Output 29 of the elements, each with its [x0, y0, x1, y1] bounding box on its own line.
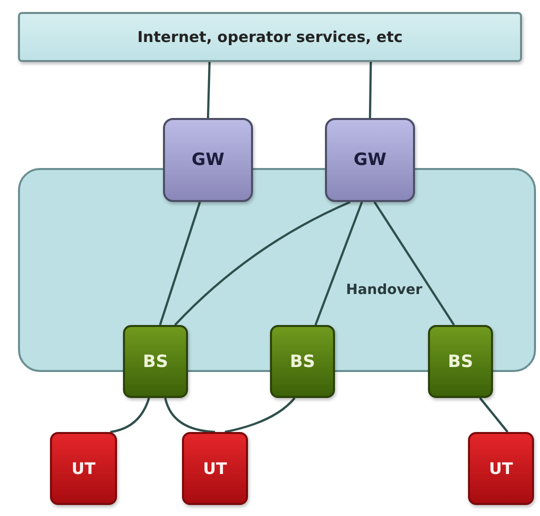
connector-line — [110, 398, 150, 434]
node-label: UT — [489, 459, 513, 478]
connector-line — [159, 202, 201, 326]
handover-label: Handover — [346, 282, 422, 298]
node-label: Internet, operator services, etc — [137, 28, 403, 46]
connector-line — [479, 397, 508, 433]
connector-line — [206, 62, 211, 118]
terminal-box — [468, 432, 534, 505]
node-label: UT — [203, 459, 227, 478]
node-label: GW — [192, 150, 224, 170]
connector-line — [174, 201, 351, 326]
terminal-box — [50, 432, 117, 505]
node-label: BS — [448, 352, 474, 372]
connector-line — [374, 201, 455, 326]
base-station-box — [428, 325, 493, 398]
connector-line — [368, 62, 372, 118]
node-label: UT — [72, 459, 96, 478]
connector-line — [314, 202, 363, 326]
base-station-box — [270, 325, 335, 398]
terminal-box — [182, 432, 248, 505]
services-bar — [18, 12, 522, 62]
node-label: GW — [354, 150, 386, 170]
node-label: BS — [142, 352, 168, 372]
gateway-box — [163, 118, 253, 202]
connector-line — [224, 397, 296, 434]
base-station-box — [123, 325, 188, 398]
gateway-box — [325, 118, 415, 202]
connector-line — [164, 398, 216, 434]
node-label: BS — [290, 352, 316, 372]
